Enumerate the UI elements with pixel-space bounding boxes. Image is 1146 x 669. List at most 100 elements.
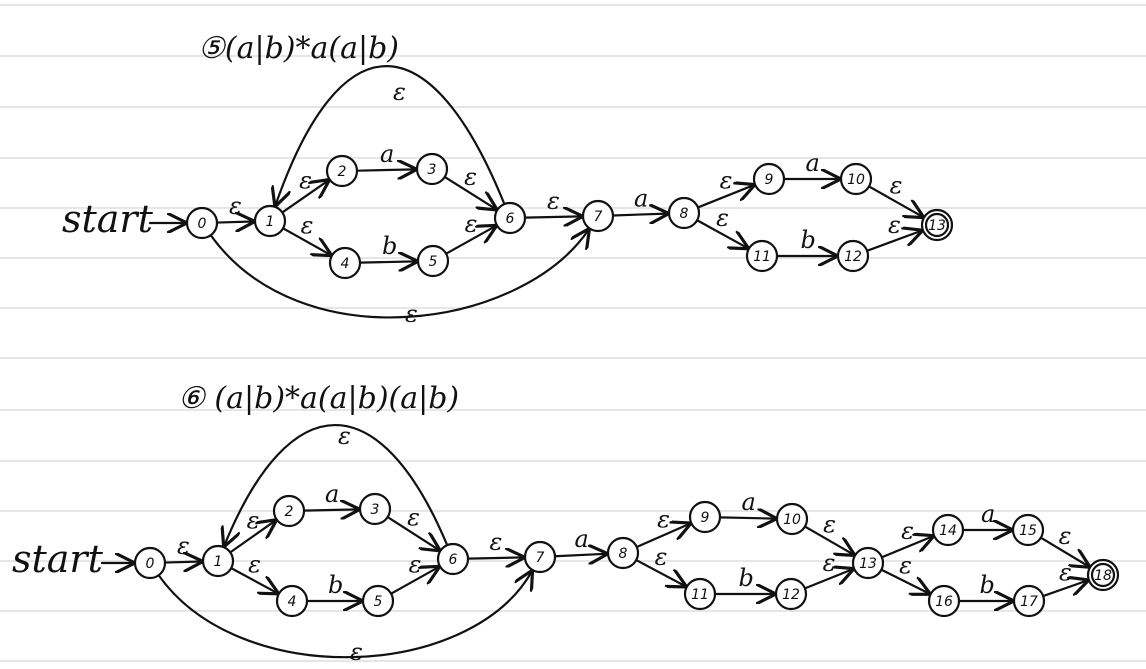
transition-arrow [302,509,358,510]
state-circle [275,584,309,618]
state-node: 3 [415,152,449,186]
transition-label: b [980,571,995,599]
state-circle [927,584,961,618]
state-node: 9 [688,500,722,534]
transition-label: b [328,571,343,599]
diagram-6-title: ⑥ (a|b)*a(a|b)(a|b) [178,381,459,416]
state-label: 6 [449,552,458,568]
state-circle [415,152,449,186]
state-node: 6 [493,201,527,235]
state-label: 7 [536,550,545,566]
state-node: 17 [1012,584,1046,618]
state-label: 15 [1019,523,1037,539]
state-circle [606,536,640,570]
state-circle [851,546,885,580]
state-node: 7 [581,199,615,233]
state-node: 4 [328,246,362,280]
state-label: 11 [691,587,709,603]
state-label: 9 [701,510,710,526]
transition-label: ε [248,551,261,579]
diagram-6: ⑥ (a|b)*a(a|b)(a|b) start εεaεεbεεεεaεaε… [12,381,1120,666]
state-circle [581,199,615,233]
state-node: 11 [745,239,779,273]
transition-label: ε [247,507,260,535]
transition-arrow [553,554,606,556]
state-node: 13 [851,546,885,580]
state-label: 0 [198,216,207,232]
state-node: 1 [253,204,287,238]
transition-label: b [801,226,816,254]
transition-label: ε [338,422,351,450]
transition-arrow [696,219,747,248]
state-label: 1 [214,554,223,570]
state-label: 6 [506,211,515,227]
transition-label: ε [464,163,477,191]
state-node: 6 [436,542,470,576]
transition-arrow [157,572,532,659]
transition-label: a [806,149,820,177]
transition-arrow [1042,581,1087,598]
state-node: 3 [358,492,392,526]
state-node: 7 [523,540,557,574]
state-circle [361,584,395,618]
transition-arrow [523,216,581,217]
state-node: 2 [272,494,306,528]
transition-label: ε [229,192,242,220]
state-label: 14 [939,523,957,539]
transition-arrow [443,175,496,209]
transition-arrow [611,214,667,216]
state-circle [745,239,779,273]
state-label: 9 [765,172,774,188]
transition-arrow [444,226,495,255]
state-label: 18 [1094,568,1112,584]
transition-label: ε [1059,522,1072,550]
state-circle [253,204,287,238]
state-node: 8 [667,196,701,230]
transition-arrow [635,558,685,586]
transition-label: b [739,564,754,592]
state-label: 11 [753,249,771,265]
transition-arrow [163,561,201,562]
transition-arrow [224,424,449,545]
transition-label: ε [407,503,420,531]
state-circle [775,502,809,536]
transition-label: b [382,232,397,260]
state-circle [1012,584,1046,618]
state-label: 2 [338,164,347,180]
state-label: 5 [429,254,438,270]
state-circle [752,162,786,196]
transition-arrow [358,261,416,262]
transition-label: ε [350,638,363,666]
transition-label: ε [655,543,668,571]
transition-arrow [696,185,753,209]
state-label: 13 [859,556,877,572]
transition-arrow [215,221,253,222]
state-node: 2 [325,154,359,188]
state-node: 12 [774,577,808,611]
state-circle [416,244,450,278]
state-circle [436,542,470,576]
state-node: 5 [416,244,450,278]
state-node: 9 [752,162,786,196]
state-circle [839,162,873,196]
state-node: 15 [1011,513,1045,547]
diagram-5-start-label: start [62,197,154,241]
state-circle [185,206,219,240]
transition-label: ε [823,510,836,538]
transition-label: ε [1059,558,1072,586]
transition-arrow [803,525,853,555]
state-label: 0 [146,556,155,572]
state-circle [358,492,392,526]
accept-ring [924,212,950,238]
transition-arrow [276,65,506,205]
transition-label: a [325,480,339,508]
transition-arrow [635,524,690,549]
state-label: 10 [783,512,801,528]
transition-label: ε [657,505,670,533]
state-circle [328,246,362,280]
transition-label: ε [490,528,503,556]
transition-arrow [803,569,852,590]
